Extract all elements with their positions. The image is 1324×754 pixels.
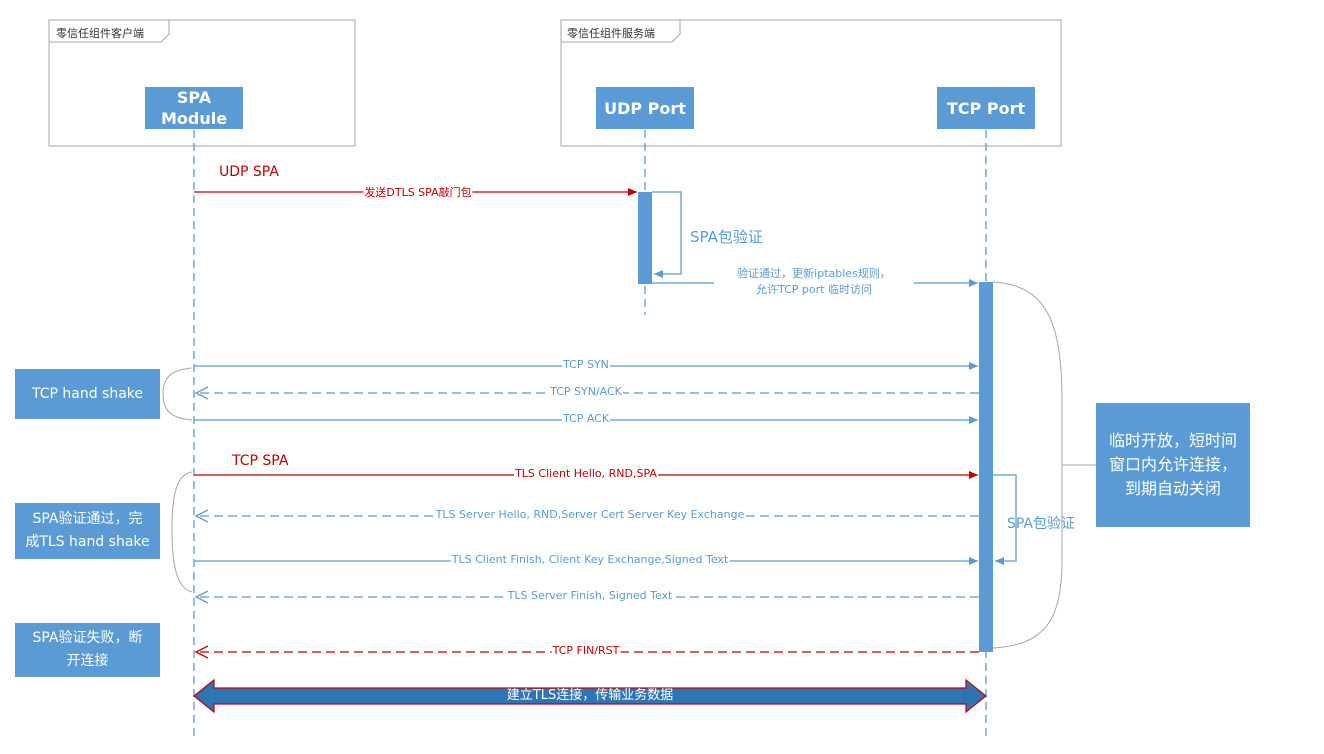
msg-label-tcp-syn: TCP SYN <box>562 358 610 371</box>
spa-module-line2: Module <box>160 109 228 128</box>
client-frame-title: 零信任组件客户端 <box>56 27 144 40</box>
msg-label-tls-server-finish: TLS Server Finish, Signed Text <box>506 589 674 602</box>
note-spa-ok: SPA验证通过，完 成TLS hand shake <box>15 503 160 559</box>
tcp-port-participant: TCP Port <box>937 87 1035 129</box>
tcp-self-verify-label: SPA包验证 <box>1007 516 1076 532</box>
note-spa-fail-line2: 开连接 <box>66 653 109 669</box>
verify-pass-line1: 验证通过，更新iptables规则， <box>737 267 891 280</box>
msg-label-tls-client-hello: TLS Client Hello, RND,SPA <box>514 467 658 480</box>
note-spa-fail-line1: SPA验证失败，断 <box>32 630 143 646</box>
spa-module-participant: SPA Module <box>145 87 243 129</box>
phase-label-udp-spa: UDP SPA <box>219 164 279 180</box>
data-transfer-arrow <box>193 678 987 714</box>
phase-label-tcp-spa: TCP SPA <box>232 453 289 469</box>
spa-ok-bracket <box>171 471 193 593</box>
client-frame <box>48 19 356 147</box>
msg-label-tcp-ack: TCP ACK <box>561 412 611 425</box>
server-frame <box>560 19 1062 147</box>
verify-pass-line2: 允许TCP port 临时访问 <box>756 283 872 296</box>
udp-activation-bar <box>638 192 652 284</box>
handshake-bracket <box>162 367 193 421</box>
note-spa-ok-line2: 成TLS hand shake <box>25 534 150 550</box>
note-window-line1: 临时开放，短时间 <box>1108 431 1237 450</box>
spa-module-line1: SPA <box>176 88 212 107</box>
msg-label-udp-spa: 发送DTLS SPA敲门包 <box>363 184 473 200</box>
msg-label-tcp-synack: TCP SYN/ACK <box>549 385 623 398</box>
tcp-self-verify-loop <box>993 474 1017 565</box>
msg-label-tcp-fin: TCP FIN/RST <box>551 644 621 657</box>
verify-pass-label: 验证通过，更新iptables规则， 允许TCP port 临时访问 <box>714 266 914 298</box>
udp-port-participant: UDP Port <box>596 87 694 129</box>
note-spa-fail: SPA验证失败，断 开连接 <box>15 623 160 677</box>
window-bracket <box>992 281 1063 649</box>
note-spa-ok-line1: SPA验证通过，完 <box>32 511 143 527</box>
udp-self-verify-label: SPA包验证 <box>690 228 763 246</box>
note-temporary-window: 临时开放，短时间 窗口内允许连接， 到期自动关闭 <box>1096 403 1250 527</box>
tcp-activation-bar <box>979 282 993 652</box>
data-transfer-label: 建立TLS连接，传输业务数据 <box>506 688 674 703</box>
msg-label-tls-server-hello: TLS Server Hello, RND,Server Cert Server… <box>434 508 746 521</box>
note-window-line2: 窗口内允许连接， <box>1108 455 1237 474</box>
note-tcp-handshake: TCP hand shake <box>15 369 160 419</box>
note-window-line3: 到期自动关闭 <box>1124 479 1221 498</box>
udp-self-verify-loop <box>652 191 682 278</box>
server-frame-title: 零信任组件服务端 <box>567 27 655 40</box>
msg-label-tls-client-finish: TLS Client Finish, Client Key Exchange,S… <box>450 553 730 566</box>
